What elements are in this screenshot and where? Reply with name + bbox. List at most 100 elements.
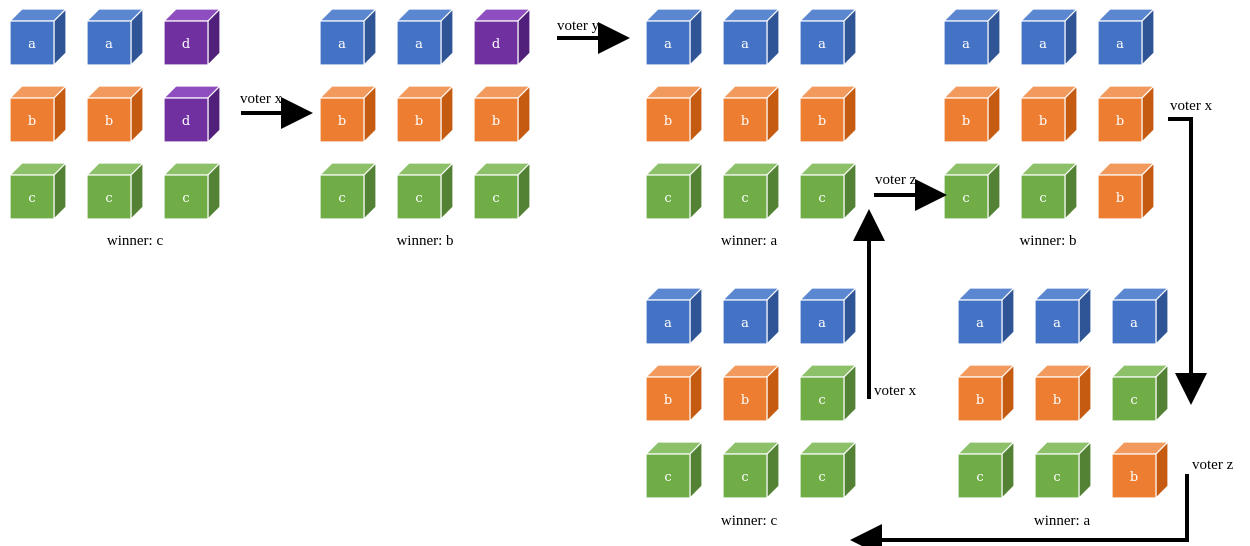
cube-b: b [644,363,704,423]
cube-front-face [9,97,55,143]
cube-front-face [722,453,768,499]
cube-front-face [163,20,209,66]
winner-caption: winner: b [396,233,453,249]
cube-b: b [644,84,704,144]
cube-c: c [162,161,222,221]
cube-front-face [799,376,845,422]
cube-c: c [8,161,68,221]
cube-label: b [105,114,113,129]
cube-label: a [741,37,749,52]
cube-b: b [942,84,1002,144]
cube-a: a [798,286,858,346]
arrow-line [850,474,1189,546]
winner-caption: winner: a [721,233,778,249]
cube-front-face [86,174,132,220]
cube-a: a [395,7,455,67]
cube-label: b [1116,114,1124,129]
cube-label: b [664,114,672,129]
cube-label: a [818,37,826,52]
cube-c: c [644,440,704,500]
cube-front-face [1034,453,1080,499]
cube-d: d [162,7,222,67]
cube-front-face [1097,174,1143,220]
arrow-1: voter x [240,91,313,129]
cube-label: b [1053,393,1061,408]
cube-a: a [798,7,858,67]
cube-b: b [1110,440,1170,500]
cube-front-face [722,299,768,345]
cube-front-face [319,174,365,220]
cube-a: a [1110,286,1170,346]
cube-label: d [182,114,190,129]
cube-label: a [962,37,970,52]
cube-label: c [664,191,671,206]
cube-front-face [1111,299,1157,345]
cube-label: a [976,316,984,331]
cube-label: a [105,37,113,52]
arrow-2: voter y [557,18,630,54]
cube-front-face [9,20,55,66]
cube-label: c [28,191,35,206]
cube-b: b [472,84,532,144]
cube-front-face [9,174,55,220]
cube-a: a [1096,7,1156,67]
cube-b: b [956,363,1016,423]
winner-caption: winner: c [107,233,164,249]
cube-front-face [799,97,845,143]
arrow-label: voter z [1192,457,1234,473]
cube-label: b [976,393,984,408]
cube-b: b [395,84,455,144]
cube-front-face [645,97,691,143]
cube-front-face [86,20,132,66]
cube-b: b [798,84,858,144]
cube-c: c [1019,161,1079,221]
cube-front-face [645,299,691,345]
cube-c: c [1110,363,1170,423]
cube-label: b [664,393,672,408]
cube-label: a [1053,316,1061,331]
cube-label: a [28,37,36,52]
cube-front-face [722,20,768,66]
cube-label: a [741,316,749,331]
cube-a: a [644,286,704,346]
cube-front-face [396,20,442,66]
cube-c: c [798,161,858,221]
arrow-5: voter z [850,457,1234,546]
cube-front-face [473,97,519,143]
cube-d: d [162,84,222,144]
cube-front-face [943,174,989,220]
cube-front-face [645,376,691,422]
cube-front-face [319,20,365,66]
cube-front-face [1097,97,1143,143]
cube-front-face [957,453,1003,499]
arrow-label: voter z [875,172,917,188]
cube-label: d [182,37,190,52]
cube-a: a [318,7,378,67]
cube-label: c [818,393,825,408]
cube-front-face [163,174,209,220]
cube-front-face [1111,453,1157,499]
cube-b: b [721,363,781,423]
cube-label: c [741,191,748,206]
cube-a: a [1019,7,1079,67]
cube-front-face [799,20,845,66]
cube-b: b [318,84,378,144]
cube-label: b [28,114,36,129]
cube-front-face [645,174,691,220]
cube-front-face [799,453,845,499]
cube-label: c [492,191,499,206]
cube-label: a [1039,37,1047,52]
cube-front-face [722,376,768,422]
cube-a: a [942,7,1002,67]
cube-label: b [741,393,749,408]
cube-front-face [1034,376,1080,422]
cube-front-face [396,97,442,143]
cube-c: c [721,161,781,221]
cube-label: b [818,114,826,129]
